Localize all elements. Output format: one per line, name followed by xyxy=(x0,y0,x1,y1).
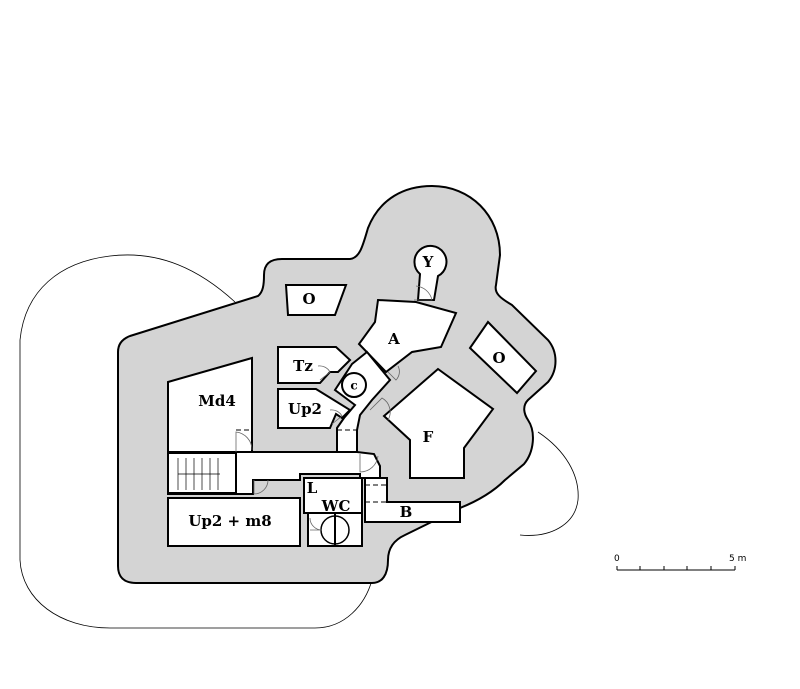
label-a: A xyxy=(387,330,400,348)
room-l xyxy=(303,477,363,514)
room-up2 xyxy=(277,388,352,429)
terrain-outline-right xyxy=(519,431,579,536)
room-tz xyxy=(277,346,352,384)
label-wc: WC xyxy=(321,497,351,515)
label-b: B xyxy=(400,503,413,521)
label-o-top: O xyxy=(302,290,315,308)
terrain-outline-left xyxy=(19,254,373,629)
room-o-right xyxy=(468,320,538,395)
label-l: L xyxy=(307,479,318,497)
label-tz: Tz xyxy=(293,357,313,375)
scale-start: 0 xyxy=(614,554,620,564)
label-up2: Up2 xyxy=(288,400,322,418)
label-y: Y xyxy=(422,253,434,271)
room-o-top xyxy=(284,284,348,316)
label-md4: Md4 xyxy=(198,392,236,410)
room-b xyxy=(364,477,461,523)
room-c xyxy=(341,372,367,398)
stair-treads xyxy=(177,458,220,490)
scale-end: 5 m xyxy=(729,554,746,564)
door-swings xyxy=(235,285,433,531)
room-up2-m8 xyxy=(167,497,301,547)
room-a xyxy=(357,298,458,374)
label-c: c xyxy=(350,379,357,393)
label-f: F xyxy=(423,428,434,446)
room-y xyxy=(413,244,448,301)
dashed-thresholds xyxy=(236,429,387,503)
label-o-right: O xyxy=(492,349,505,367)
label-up2-m8: Up2 + m8 xyxy=(188,512,271,530)
scale-bar xyxy=(616,566,736,571)
